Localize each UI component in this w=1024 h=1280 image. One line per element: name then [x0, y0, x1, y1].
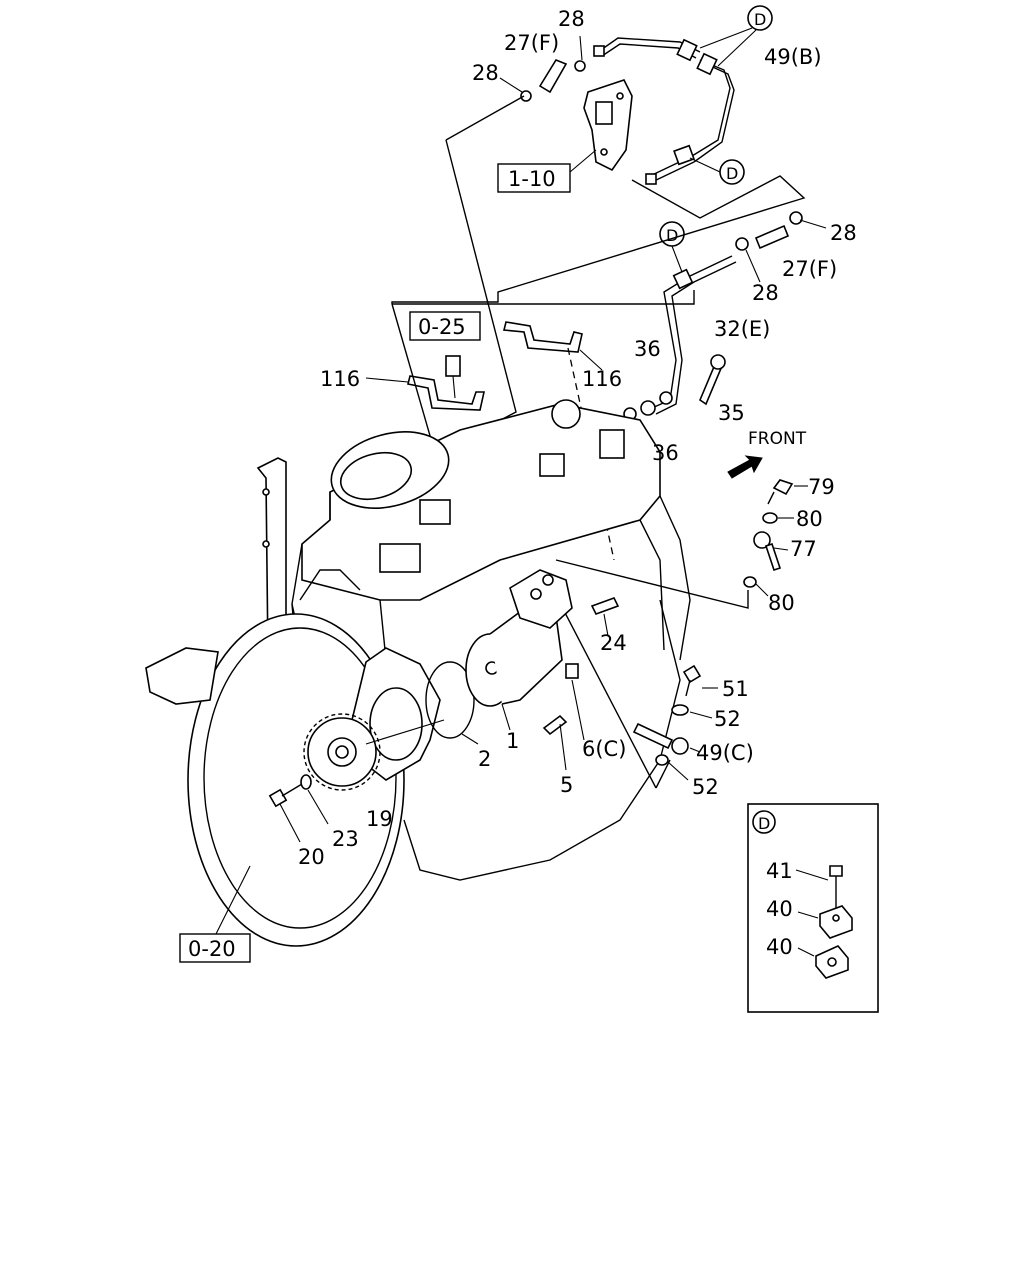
label-5: 5: [560, 773, 573, 797]
hose-27f-mid: [735, 211, 827, 283]
label-d-mid: D: [726, 164, 738, 183]
label-1: 1: [506, 729, 519, 753]
label-24: 24: [600, 631, 627, 655]
bolt-5: [542, 714, 568, 771]
label-40-upper: 40: [766, 897, 793, 921]
label-36-upper: 36: [634, 337, 661, 361]
bolt-6c: [565, 663, 585, 741]
engine-block: [291, 399, 691, 881]
gear-19: [303, 713, 445, 791]
label-77: 77: [790, 537, 817, 561]
label-ref-0-25: 0-25: [418, 315, 466, 339]
detail-d-box: [747, 803, 879, 1013]
pipe-49b-assembly: [593, 37, 735, 185]
label-40-lower: 40: [766, 935, 793, 959]
label-20: 20: [298, 845, 325, 869]
label-36-lower: 36: [652, 441, 679, 465]
label-32e: 32(E): [714, 317, 770, 341]
air-compressor-1: [465, 569, 573, 731]
ref-box-0-20: [179, 933, 251, 963]
o-ring-2: [425, 661, 479, 745]
detail-d-callouts: [659, 5, 773, 273]
ref-box-0-25: [409, 311, 481, 341]
label-2: 2: [478, 747, 491, 771]
label-28-mid: 28: [752, 281, 779, 305]
label-79: 79: [808, 475, 835, 499]
label-19: 19: [366, 807, 393, 831]
label-ref-0-20: 0-20: [188, 937, 236, 961]
label-d-low: D: [666, 226, 678, 245]
label-28-right: 28: [830, 221, 857, 245]
label-ref-1-10: 1-10: [508, 167, 556, 191]
label-116-right: 116: [582, 367, 622, 391]
banjo-77-group: [743, 479, 808, 597]
label-35: 35: [718, 401, 745, 425]
front-arrow-icon: [727, 455, 763, 479]
label-27f-mid: 27(F): [782, 257, 837, 281]
label-6c: 6(C): [582, 737, 626, 761]
flywheel-housing: [145, 613, 405, 947]
label-49b: 49(B): [764, 45, 822, 69]
label-52-lower: 52: [692, 775, 719, 799]
label-51: 51: [722, 677, 749, 701]
hose-27f-top: [499, 35, 586, 102]
label-28-left: 28: [472, 61, 499, 85]
label-80-lower: 80: [768, 591, 795, 615]
label-52-upper: 52: [714, 707, 741, 731]
label-28-top: 28: [558, 7, 585, 31]
label-front: FRONT: [748, 429, 807, 449]
label-d-top: D: [754, 10, 766, 29]
bracket-1-10: [569, 79, 633, 173]
pipe-32e: [623, 255, 737, 421]
banjo-49c-group: [632, 664, 718, 781]
label-116-left: 116: [320, 367, 360, 391]
label-27f-top: 27(F): [504, 31, 559, 55]
label-23: 23: [332, 827, 359, 851]
bolt-24: [590, 597, 620, 637]
label-49c: 49(C): [696, 741, 754, 765]
bolt-20-washer-23: [268, 774, 329, 843]
ref-box-1-10: [497, 163, 571, 193]
bracket-116-pair: [365, 321, 603, 411]
label-detail-d: D: [758, 814, 770, 833]
label-41: 41: [766, 859, 793, 883]
label-80-upper: 80: [796, 507, 823, 531]
